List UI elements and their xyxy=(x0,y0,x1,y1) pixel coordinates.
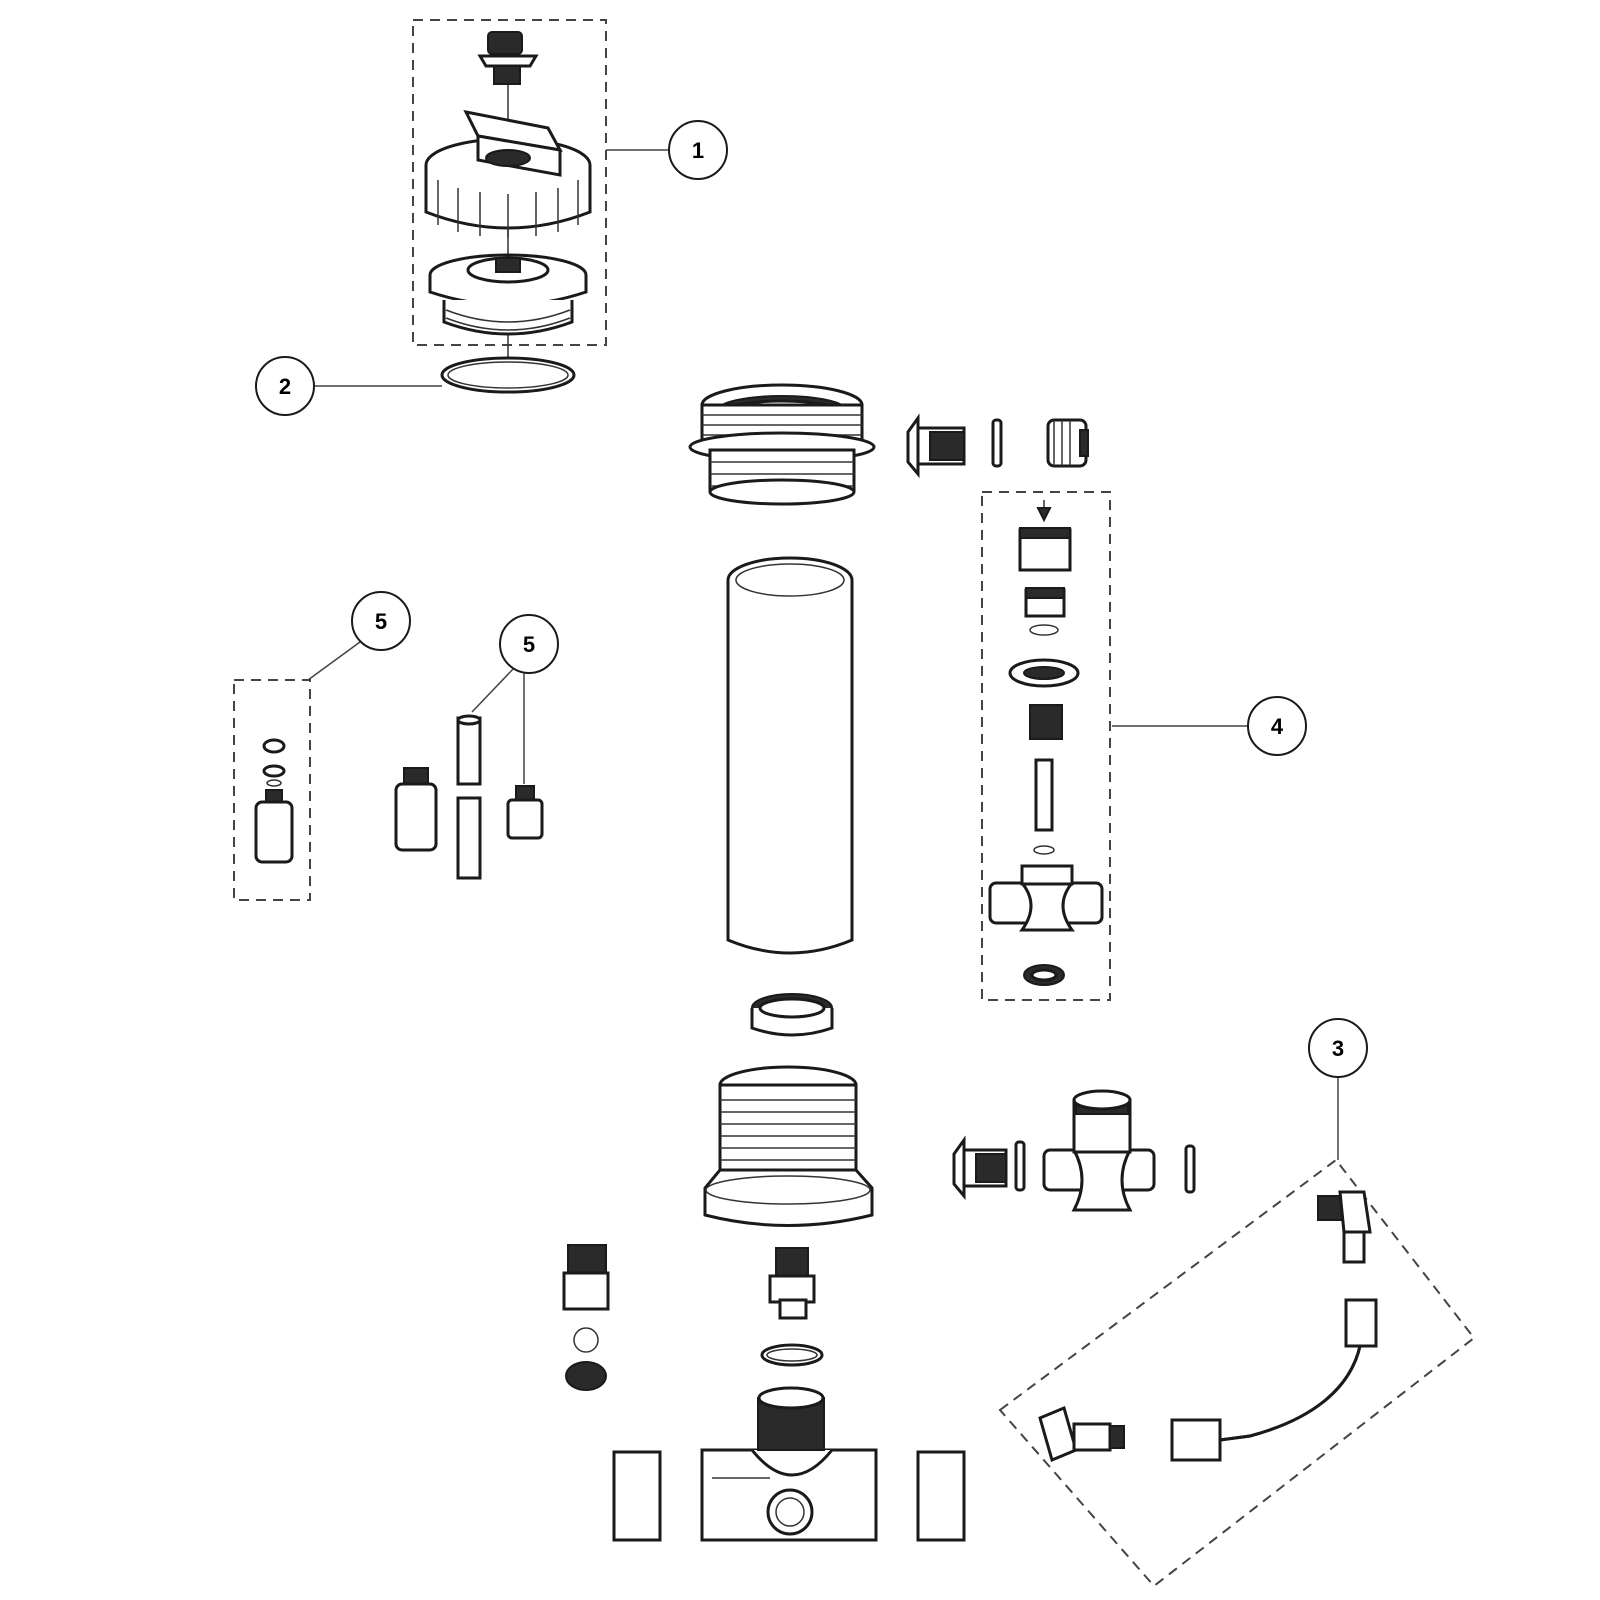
lid-bolt xyxy=(477,31,539,85)
base-housing xyxy=(703,1065,874,1227)
callout-5-left-label: 5 xyxy=(375,609,387,634)
bottom-tee xyxy=(612,1386,966,1542)
lid-assembly-group xyxy=(412,19,607,380)
cartridge-right-group xyxy=(394,714,544,880)
callout-3: 3 xyxy=(1308,1018,1368,1078)
callout-2-label: 2 xyxy=(279,374,291,399)
lid-cap xyxy=(424,109,592,238)
callouts: 1 2 3 4 5 5 xyxy=(255,120,1368,1160)
bottom-check-valve xyxy=(562,1244,610,1391)
callout-1: 1 xyxy=(668,120,728,180)
callout-1-label: 1 xyxy=(692,138,704,163)
main-tube xyxy=(726,556,854,955)
injector-assembly-group xyxy=(981,491,1111,1001)
callout-2: 2 xyxy=(255,356,315,416)
top-side-fittings xyxy=(906,413,1089,479)
bottom-nipple xyxy=(760,1247,824,1367)
callout-4-label: 4 xyxy=(1271,714,1284,739)
callout-5-right-label: 5 xyxy=(523,632,535,657)
top-collar xyxy=(688,383,876,506)
callout-5-left: 5 xyxy=(351,591,411,651)
hose-kit-group xyxy=(998,1158,1476,1588)
filter-disk xyxy=(750,993,834,1037)
base-side-fittings xyxy=(952,1089,1196,1212)
callout-3-label: 3 xyxy=(1332,1036,1344,1061)
o-ring xyxy=(440,356,576,394)
lid-valve-plate xyxy=(428,253,588,336)
cartridge-left-group xyxy=(233,679,311,901)
callout-4: 4 xyxy=(1247,696,1307,756)
callout-5-right: 5 xyxy=(499,614,559,674)
